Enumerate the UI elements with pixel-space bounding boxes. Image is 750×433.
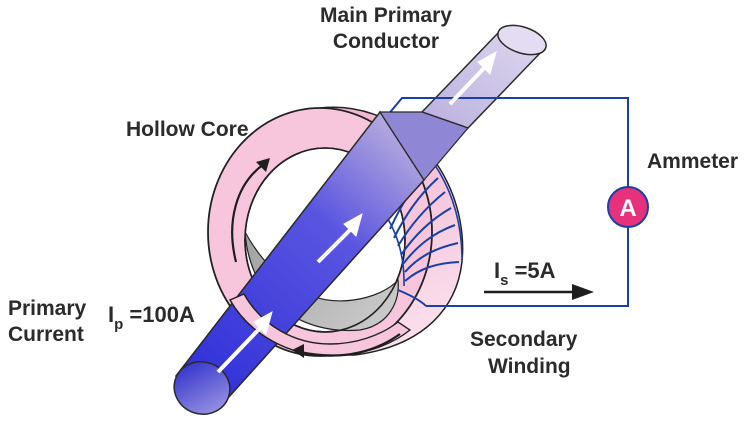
secondary-circuit-wire [381,97,629,307]
primary-current-arrow-1 [216,310,273,374]
core-flux-arrow-right [292,333,401,358]
label-primary-current-line2: Current [8,323,84,346]
primary-conductor-upper [420,24,547,129]
conductor-end-cap [173,361,231,415]
label-primary-current-value: Ip =100A [108,302,195,333]
primary-current-arrow-2 [316,212,363,264]
label-primary-current-line1: Primary [8,297,87,320]
core-front-rim-overlay [229,293,412,357]
label-main-primary-line1: Main Primary [320,4,452,27]
is-symbol: I [494,258,500,283]
is-value: =5A [508,258,555,283]
label-hollow-core: Hollow Core [126,118,249,141]
primary-conductor-lower [173,110,470,415]
secondary-current-arrow [484,284,594,300]
ip-subscript: p [114,316,123,333]
label-ammeter: Ammeter [647,150,738,173]
label-main-primary-line2: Conductor [333,30,439,53]
ip-symbol: I [108,302,114,327]
ammeter: A [607,186,649,228]
ip-value: =100A [123,302,195,327]
ammeter-symbol: A [619,195,636,222]
core-flux-arrow-left [231,158,270,263]
primary-current-arrow-3 [448,50,497,106]
is-subscript: s [500,272,508,289]
label-secondary-winding-line1: Secondary [470,328,578,351]
label-secondary-winding-line2: Winding [488,355,571,378]
label-secondary-current-value: Is =5A [494,258,556,289]
